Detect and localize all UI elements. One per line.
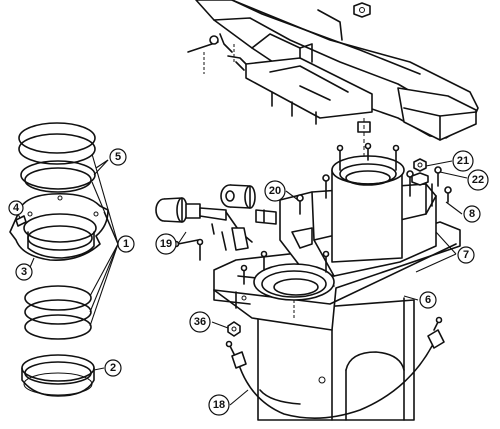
callout-21: 21 [452, 150, 474, 172]
callout-label-1: 1 [123, 238, 129, 250]
callout-label-19: 19 [160, 238, 172, 250]
leader-lines [16, 153, 468, 406]
callout-label-7: 7 [463, 249, 469, 261]
callout-36: 36 [189, 311, 211, 333]
callout-18: 18 [208, 394, 230, 416]
callout-label-22: 22 [472, 174, 484, 186]
callout-19: 19 [155, 233, 177, 255]
callout-20: 20 [264, 180, 286, 202]
callout-label-18: 18 [213, 399, 225, 411]
callout-label-21: 21 [457, 155, 469, 167]
swivel-housing [213, 142, 461, 421]
callout-label-6: 6 [425, 294, 431, 306]
callout-label-5: 5 [115, 151, 121, 163]
callout-22: 22 [467, 169, 489, 191]
callout-label-36: 36 [194, 316, 206, 328]
callout-4: 4 [8, 200, 24, 216]
callout-7: 7 [457, 246, 475, 264]
callout-5: 5 [109, 148, 127, 166]
callout-label-3: 3 [21, 266, 27, 278]
callout-2: 2 [104, 359, 122, 377]
upper-arm-assembly [187, 0, 479, 158]
callout-label-4: 4 [13, 202, 20, 214]
ring-stack [9, 122, 109, 397]
callout-label-20: 20 [269, 185, 281, 197]
callout-label-8: 8 [469, 208, 475, 220]
hydraulic-hose [225, 316, 445, 419]
callout-label-2: 2 [110, 362, 116, 374]
callout-3: 3 [15, 263, 33, 281]
callout-8: 8 [463, 205, 481, 223]
callout-1: 1 [117, 235, 135, 253]
valve-shaft-assembly [155, 184, 313, 285]
callout-6: 6 [419, 291, 437, 309]
